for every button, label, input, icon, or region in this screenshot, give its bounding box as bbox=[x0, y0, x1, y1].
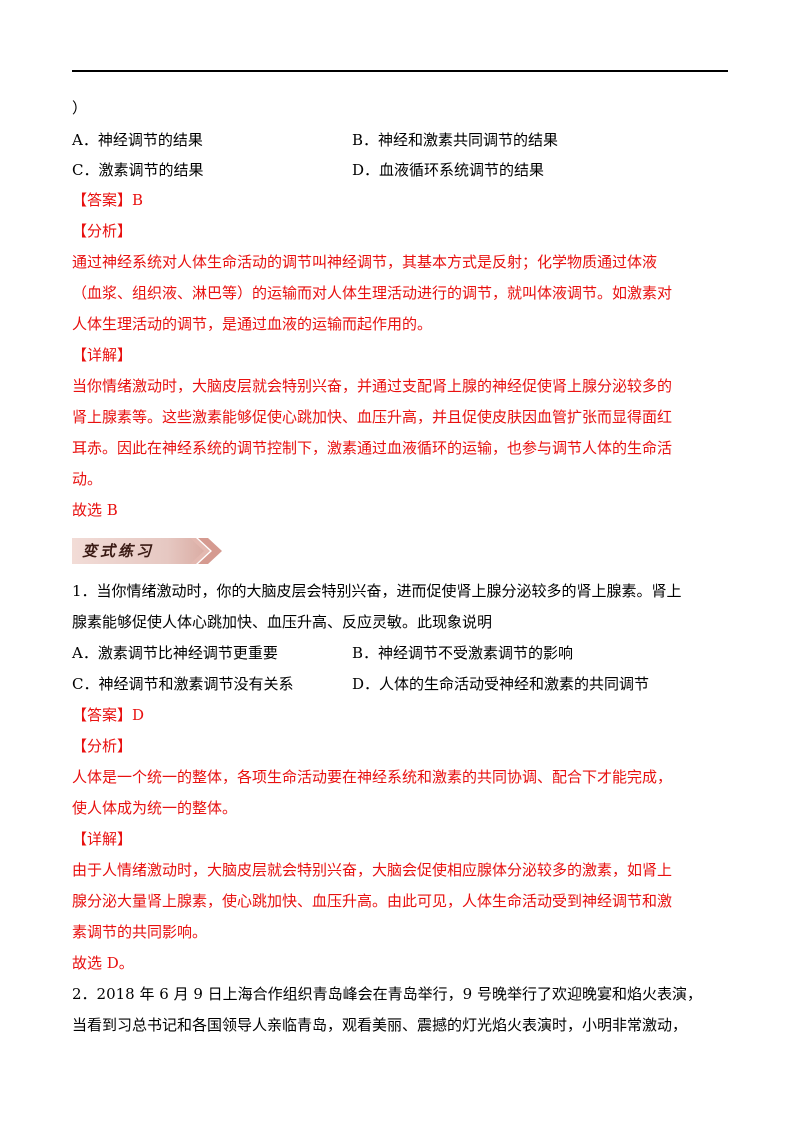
option-text: 神经调节和激素调节没有关系 bbox=[98, 675, 294, 693]
question-stem-line: 腺素能够促使人体心跳加快、血压升高、反应灵敏。此现象说明 bbox=[72, 613, 493, 631]
question-stem-line: 当看到习总书记和各国领导人亲临青岛，观看美丽、震撼的灯光焰火表演时，小明非常激动… bbox=[72, 1016, 688, 1034]
detail-label: 【详解】 bbox=[72, 346, 133, 364]
detail-text-line: 当你情绪激动时，大脑皮层就会特别兴奋，并通过支配肾上腺的神经促使肾上腺分泌较多的 bbox=[72, 377, 673, 395]
option-b: B．神经调节不受激素调节的影响 bbox=[352, 643, 573, 663]
analysis-text-line: 使人体成为统一的整体。 bbox=[72, 799, 238, 817]
detail-text-line: 肾上腺素等。这些激素能够促使心跳加快、血压升高，并且促使皮肤因血管扩张而显得面红 bbox=[72, 408, 673, 426]
option-b: B．神经和激素共同调节的结果 bbox=[352, 130, 558, 150]
detail-label: 【详解】 bbox=[72, 830, 133, 848]
option-d: D．人体的生命活动受神经和激素的共同调节 bbox=[352, 674, 649, 694]
option-a: A．激素调节比神经调节更重要 bbox=[72, 643, 278, 663]
banner-label: 变式练习 bbox=[82, 542, 155, 560]
option-c: C．激素调节的结果 bbox=[72, 160, 204, 180]
option-letter: D． bbox=[352, 161, 380, 179]
answer-label: 【答案】 bbox=[72, 706, 133, 724]
question-stem-line: 2．2018 年 6 月 9 日上海合作组织青岛峰会在青岛举行，9 号晚举行了欢… bbox=[72, 985, 702, 1003]
detail-text-line: 由于人情绪激动时，大脑皮层就会特别兴奋，大脑会促使相应腺体分泌较多的激素，如肾上 bbox=[72, 861, 673, 879]
detail-text-line: 素调节的共同影响。 bbox=[72, 923, 208, 941]
section-banner: 变式练习 bbox=[72, 536, 224, 566]
conclusion: 故选 B bbox=[72, 501, 118, 519]
option-c: C．神经调节和激素调节没有关系 bbox=[72, 674, 294, 694]
option-text: 血液循环系统调节的结果 bbox=[379, 161, 545, 179]
option-text: 激素调节的结果 bbox=[98, 161, 204, 179]
option-letter: C． bbox=[72, 161, 99, 179]
option-text: 激素调节比神经调节更重要 bbox=[97, 644, 278, 662]
analysis-label: 【分析】 bbox=[72, 222, 133, 240]
option-text: 人体的生命活动受神经和激素的共同调节 bbox=[379, 675, 650, 693]
analysis-text-line: 人体是一个统一的整体，各项生命活动要在神经系统和激素的共同协调、配合下才能完成， bbox=[72, 768, 673, 786]
answer-value: D bbox=[132, 706, 145, 724]
option-text: 神经调节不受激素调节的影响 bbox=[378, 644, 574, 662]
question-stem-line: 1．当你情绪激动时，你的大脑皮层会特别兴奋，进而促使肾上腺分泌较多的肾上腺素。肾… bbox=[72, 582, 682, 600]
option-letter: A． bbox=[72, 644, 98, 662]
option-text: 神经调节的结果 bbox=[97, 131, 203, 149]
option-letter: C． bbox=[72, 675, 99, 693]
answer-line: 【答案】D bbox=[72, 705, 144, 725]
question-tail: ） bbox=[72, 99, 88, 117]
detail-text-line: 动。 bbox=[72, 470, 103, 488]
header-rule bbox=[72, 70, 728, 72]
option-letter: A． bbox=[72, 131, 98, 149]
conclusion: 故选 D。 bbox=[72, 954, 134, 972]
analysis-text-line: 通过神经系统对人体生命活动的调节叫神经调节，其基本方式是反射；化学物质通过体液 bbox=[72, 253, 658, 271]
detail-text-line: 耳赤。因此在神经系统的调节控制下，激素通过血液循环的运输，也参与调节人体的生命活 bbox=[72, 439, 673, 457]
option-letter: B． bbox=[352, 644, 379, 662]
option-a: A．神经调节的结果 bbox=[72, 130, 203, 150]
banner-arrow-graphic bbox=[72, 538, 222, 564]
answer-value: B bbox=[132, 191, 144, 209]
option-text: 神经和激素共同调节的结果 bbox=[378, 131, 559, 149]
analysis-text-line: （血浆、组织液、淋巴等）的运输而对人体生理活动进行的调节，就叫体液调节。如激素对 bbox=[72, 284, 673, 302]
answer-line: 【答案】B bbox=[72, 190, 143, 210]
analysis-label: 【分析】 bbox=[72, 737, 133, 755]
answer-label: 【答案】 bbox=[72, 191, 133, 209]
option-letter: B． bbox=[352, 131, 379, 149]
detail-text-line: 腺分泌大量肾上腺素，使心跳加快、血压升高。由此可见，人体生命活动受到神经调节和激 bbox=[72, 892, 673, 910]
option-letter: D． bbox=[352, 675, 380, 693]
analysis-text-line: 人体生理活动的调节，是通过血液的运输而起作用的。 bbox=[72, 315, 433, 333]
option-d: D．血液循环系统调节的结果 bbox=[352, 160, 544, 180]
